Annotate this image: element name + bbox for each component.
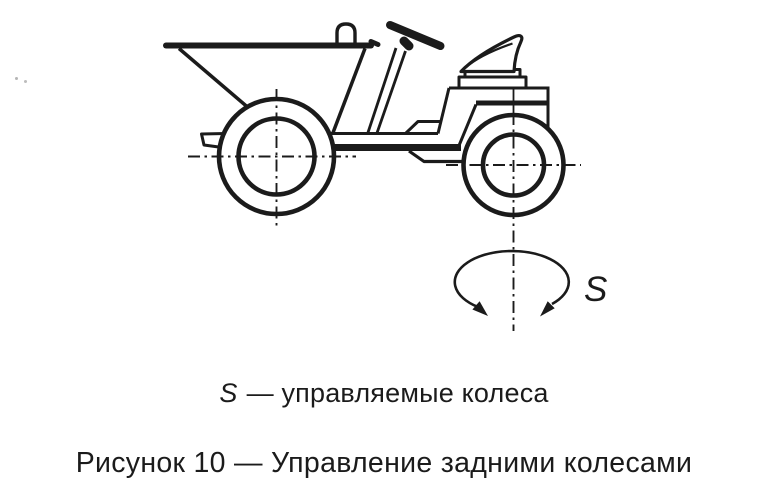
rotation-arc: [453, 249, 571, 309]
arrowhead-right-icon: [540, 301, 555, 317]
handlebar-far-grip: [368, 39, 381, 47]
body-front-edge: [436, 87, 451, 134]
steering-axis-label: S: [584, 270, 607, 309]
rear-axle-step: [408, 149, 466, 164]
seat-base-lower: [457, 75, 528, 90]
bed-handle: [335, 22, 357, 45]
steering-hub: [399, 36, 414, 51]
centerlines: [188, 89, 581, 331]
seat-shell: [459, 34, 524, 74]
steering-assembly: [366, 21, 445, 134]
body-panel-bevel: [456, 103, 478, 149]
steering-column-front: [366, 47, 398, 133]
chassis-frame: [200, 120, 466, 164]
legend-line: S — управляемые колеса: [0, 378, 768, 409]
legend-symbol: S: [219, 378, 238, 408]
figure-caption: Рисунок 10 — Управление задними колесами: [75, 447, 693, 479]
driver-seat: [457, 34, 528, 90]
legend-text: — управляемые колеса: [246, 378, 549, 408]
front-hitch-step: [200, 132, 227, 150]
seat-cushion-line: [464, 42, 513, 69]
scan-artifact-dots: [15, 77, 18, 80]
rotation-arrow: S: [453, 249, 607, 317]
footrest-step: [404, 120, 442, 135]
arrowhead-left-icon: [472, 301, 488, 316]
steering-column-rear: [375, 50, 407, 134]
handlebar-icon: [386, 21, 445, 50]
bed-right-edge: [330, 47, 367, 135]
